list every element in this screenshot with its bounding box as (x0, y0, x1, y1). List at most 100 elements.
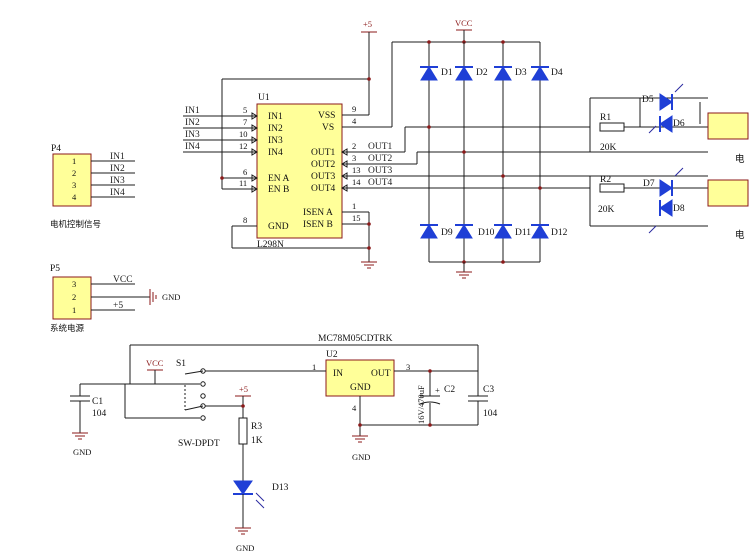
p4-caption: 电机控制信号 (50, 219, 101, 229)
u1-pin-name: OUT1 (311, 148, 336, 158)
u1-pin-num: 2 (352, 141, 356, 151)
net-label: OUT2 (368, 154, 393, 164)
led-d7-icon (659, 179, 673, 197)
plus5-label: +5 (239, 384, 248, 394)
gnd-label: GND (236, 543, 254, 553)
enable-tie (220, 78, 369, 249)
u2-pin-num: 4 (352, 403, 357, 413)
diode-label: D3 (515, 68, 527, 78)
vcc-label: VCC (146, 358, 164, 368)
gnd-label: GND (162, 292, 180, 302)
u1-pin-num: 10 (239, 129, 248, 139)
diode-label: D4 (551, 68, 563, 78)
diode-d2-icon (455, 66, 473, 81)
out-wires (367, 125, 590, 190)
net-label: IN1 (185, 106, 200, 116)
u1-pin-num: 14 (352, 177, 361, 187)
p4-pin: 1 (72, 156, 76, 166)
c1-value: 104 (92, 409, 107, 419)
diode-label: D2 (476, 68, 488, 78)
diode-label: D1 (441, 68, 453, 78)
u1-pin-num: 11 (239, 178, 247, 188)
u1-pin-num: 1 (352, 201, 356, 211)
p5-caption: 系统电源 (50, 323, 85, 333)
net-label: IN2 (185, 118, 200, 128)
diode-d9-icon (420, 224, 438, 239)
u1-pin-name: IN3 (268, 136, 283, 146)
p5-pin: 1 (72, 305, 76, 315)
led-label: D5 (642, 95, 654, 105)
r1-ref: R1 (600, 113, 611, 123)
isen-ground (361, 212, 377, 269)
p4-ref: P4 (51, 144, 61, 154)
s1-part: SW-DPDT (178, 439, 220, 449)
led-label: D6 (673, 119, 685, 129)
p5-pin: 3 (72, 279, 76, 289)
u1-pin-num: 12 (239, 141, 248, 151)
resistor-r3 (238, 417, 248, 445)
u2-pin-gnd: GND (350, 383, 371, 393)
p5-body (52, 276, 92, 320)
u1-input-nets: IN1 IN2 IN3 IN4 (183, 106, 232, 153)
u1-ref: U1 (258, 93, 270, 103)
p4-body (52, 153, 92, 207)
resistor-r1 (599, 122, 625, 132)
u1-pin-name: VS (322, 123, 334, 133)
u2-ref: U2 (326, 350, 338, 360)
u2-pin-num: 3 (406, 362, 410, 372)
indicator-b: R2 20K D7 D8 电 (589, 167, 749, 241)
indicator-a: R1 20K D5 D6 电 (589, 83, 749, 165)
c2-value: 16V/470uF (416, 385, 426, 424)
u1-pin-num: 5 (243, 105, 247, 115)
p5-connector: P5 3 2 1 VCC +5 GND 系统电源 (50, 264, 180, 333)
u1-pin-num: 6 (243, 167, 247, 177)
output-caps: + C2 16V/470uF C3 104 (130, 344, 498, 427)
u1-pin-name: ISEN A (303, 208, 333, 218)
net-label: IN2 (110, 164, 125, 174)
u1-pin-name: ISEN B (303, 220, 333, 230)
diode-label: D10 (478, 228, 495, 238)
net-label: IN3 (110, 176, 125, 186)
u1-pin-num: 4 (352, 116, 357, 126)
c2-polarity: + (435, 385, 440, 395)
u1-pin-name: IN1 (268, 112, 283, 122)
net-label: IN4 (185, 142, 200, 152)
net-label: VCC (113, 275, 133, 285)
u1-pin-num: 7 (243, 117, 247, 127)
c1-ref: C1 (92, 397, 103, 407)
u1-output-nets: OUT1 OUT2 OUT3 OUT4 (368, 142, 393, 188)
u1-pin-name: IN2 (268, 124, 283, 134)
c3-value: 104 (483, 409, 498, 419)
switch-s1: VCC S1 SW-DPDT (124, 358, 243, 449)
s1-ref: S1 (176, 359, 186, 369)
u1-pin-name: EN A (268, 174, 290, 184)
u1-pin-num: 9 (352, 104, 356, 114)
u1-pin-num: 8 (243, 215, 247, 225)
led-d13-icon (233, 480, 253, 495)
u2-pin-out: OUT (371, 369, 391, 379)
diode-label: D11 (515, 228, 531, 238)
u1-pin-name: GND (268, 222, 289, 232)
diode-d3-icon (494, 66, 512, 81)
d13-ref: D13 (272, 483, 289, 493)
diode-label: D9 (441, 228, 453, 238)
net-label: OUT4 (368, 178, 393, 188)
r1-value: 20K (600, 143, 617, 153)
diode-d12-icon (531, 224, 549, 239)
r2-value: 20K (598, 205, 615, 215)
plus5-label: +5 (363, 19, 372, 29)
plus5-supply-top: +5 (361, 19, 377, 115)
net-label: IN1 (110, 152, 125, 162)
r3-value: 1K (251, 436, 263, 446)
u1-pin-num: 13 (352, 165, 361, 175)
gnd-label: GND (352, 452, 370, 462)
diode-d4-icon (531, 66, 549, 81)
c2-ref: C2 (444, 385, 455, 395)
u1-pin-name: OUT2 (311, 160, 336, 170)
p5-pin: 2 (72, 292, 76, 302)
cut-label: 电 (735, 153, 745, 165)
u2-pin-in: IN (333, 369, 343, 379)
p4-connector: P4 1 2 3 4 IN1 IN2 IN3 IN4 电机控制信号 (50, 144, 135, 229)
net-label: IN4 (110, 188, 125, 198)
